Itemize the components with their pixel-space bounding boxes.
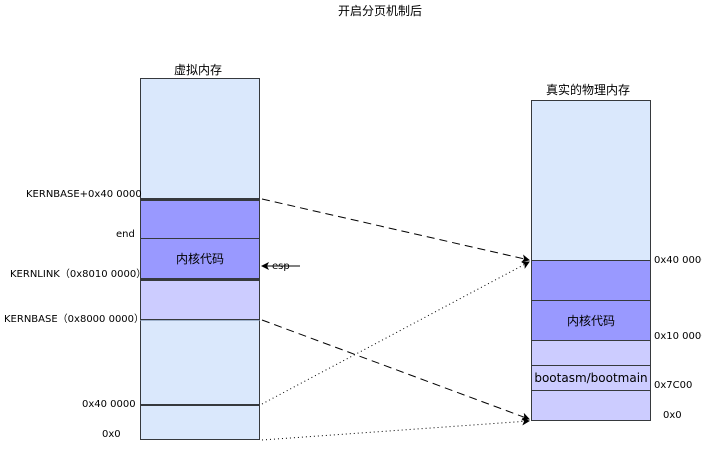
label-kernlink: KERNLINK（0x8010 0000） (10, 269, 147, 280)
arrow-kernbase-plus-to-phys-0x400000 (261, 198, 530, 263)
physical-low-region (531, 390, 651, 421)
virtual-upper-region (140, 78, 260, 199)
physical-kernel-code-region: 内核代码 (531, 300, 651, 341)
virtual-kernel-code-label: 内核代码 (175, 252, 224, 266)
virtual-low-region (140, 404, 260, 440)
arrow-virt-0x0-to-phys-0x0 (261, 417, 530, 441)
virtual-kernlink-region (140, 279, 260, 320)
diagram-title: 开启分页机制后 (338, 4, 423, 18)
label-kernbase: KERNBASE（0x8000 0000） (4, 314, 145, 325)
label-virtual-0x0: 0x0 (102, 429, 121, 440)
label-physical-0x7c00: 0x7C00 (654, 380, 693, 391)
arrow-virt-0x400000-to-phys-0x400000 (261, 261, 530, 405)
physical-boot-label: bootasm/bootmain (534, 371, 648, 385)
label-end: end (116, 229, 135, 240)
label-kernbase-plus-0x400000: KERNBASE+0x40 0000 (26, 189, 142, 200)
label-physical-0x0: 0x0 (663, 410, 682, 421)
label-physical-0x400000: 0x40 0000 (654, 255, 702, 266)
physical-kernel-code-label: 内核代码 (566, 314, 615, 328)
label-virtual-0x400000: 0x40 0000 (82, 399, 136, 410)
label-physical-0x100000: 0x10 0000 (654, 331, 702, 342)
physical-boot-region: bootasm/bootmain (531, 365, 651, 391)
virtual-kernel-code-region: 内核代码 (140, 238, 260, 279)
virtual-kernel-data-region (140, 199, 260, 239)
physical-memory-title: 真实的物理内存 (546, 83, 631, 97)
arrow-kernbase-to-phys-0x0 (261, 319, 530, 421)
virtual-memory-title: 虚拟内存 (174, 63, 223, 77)
